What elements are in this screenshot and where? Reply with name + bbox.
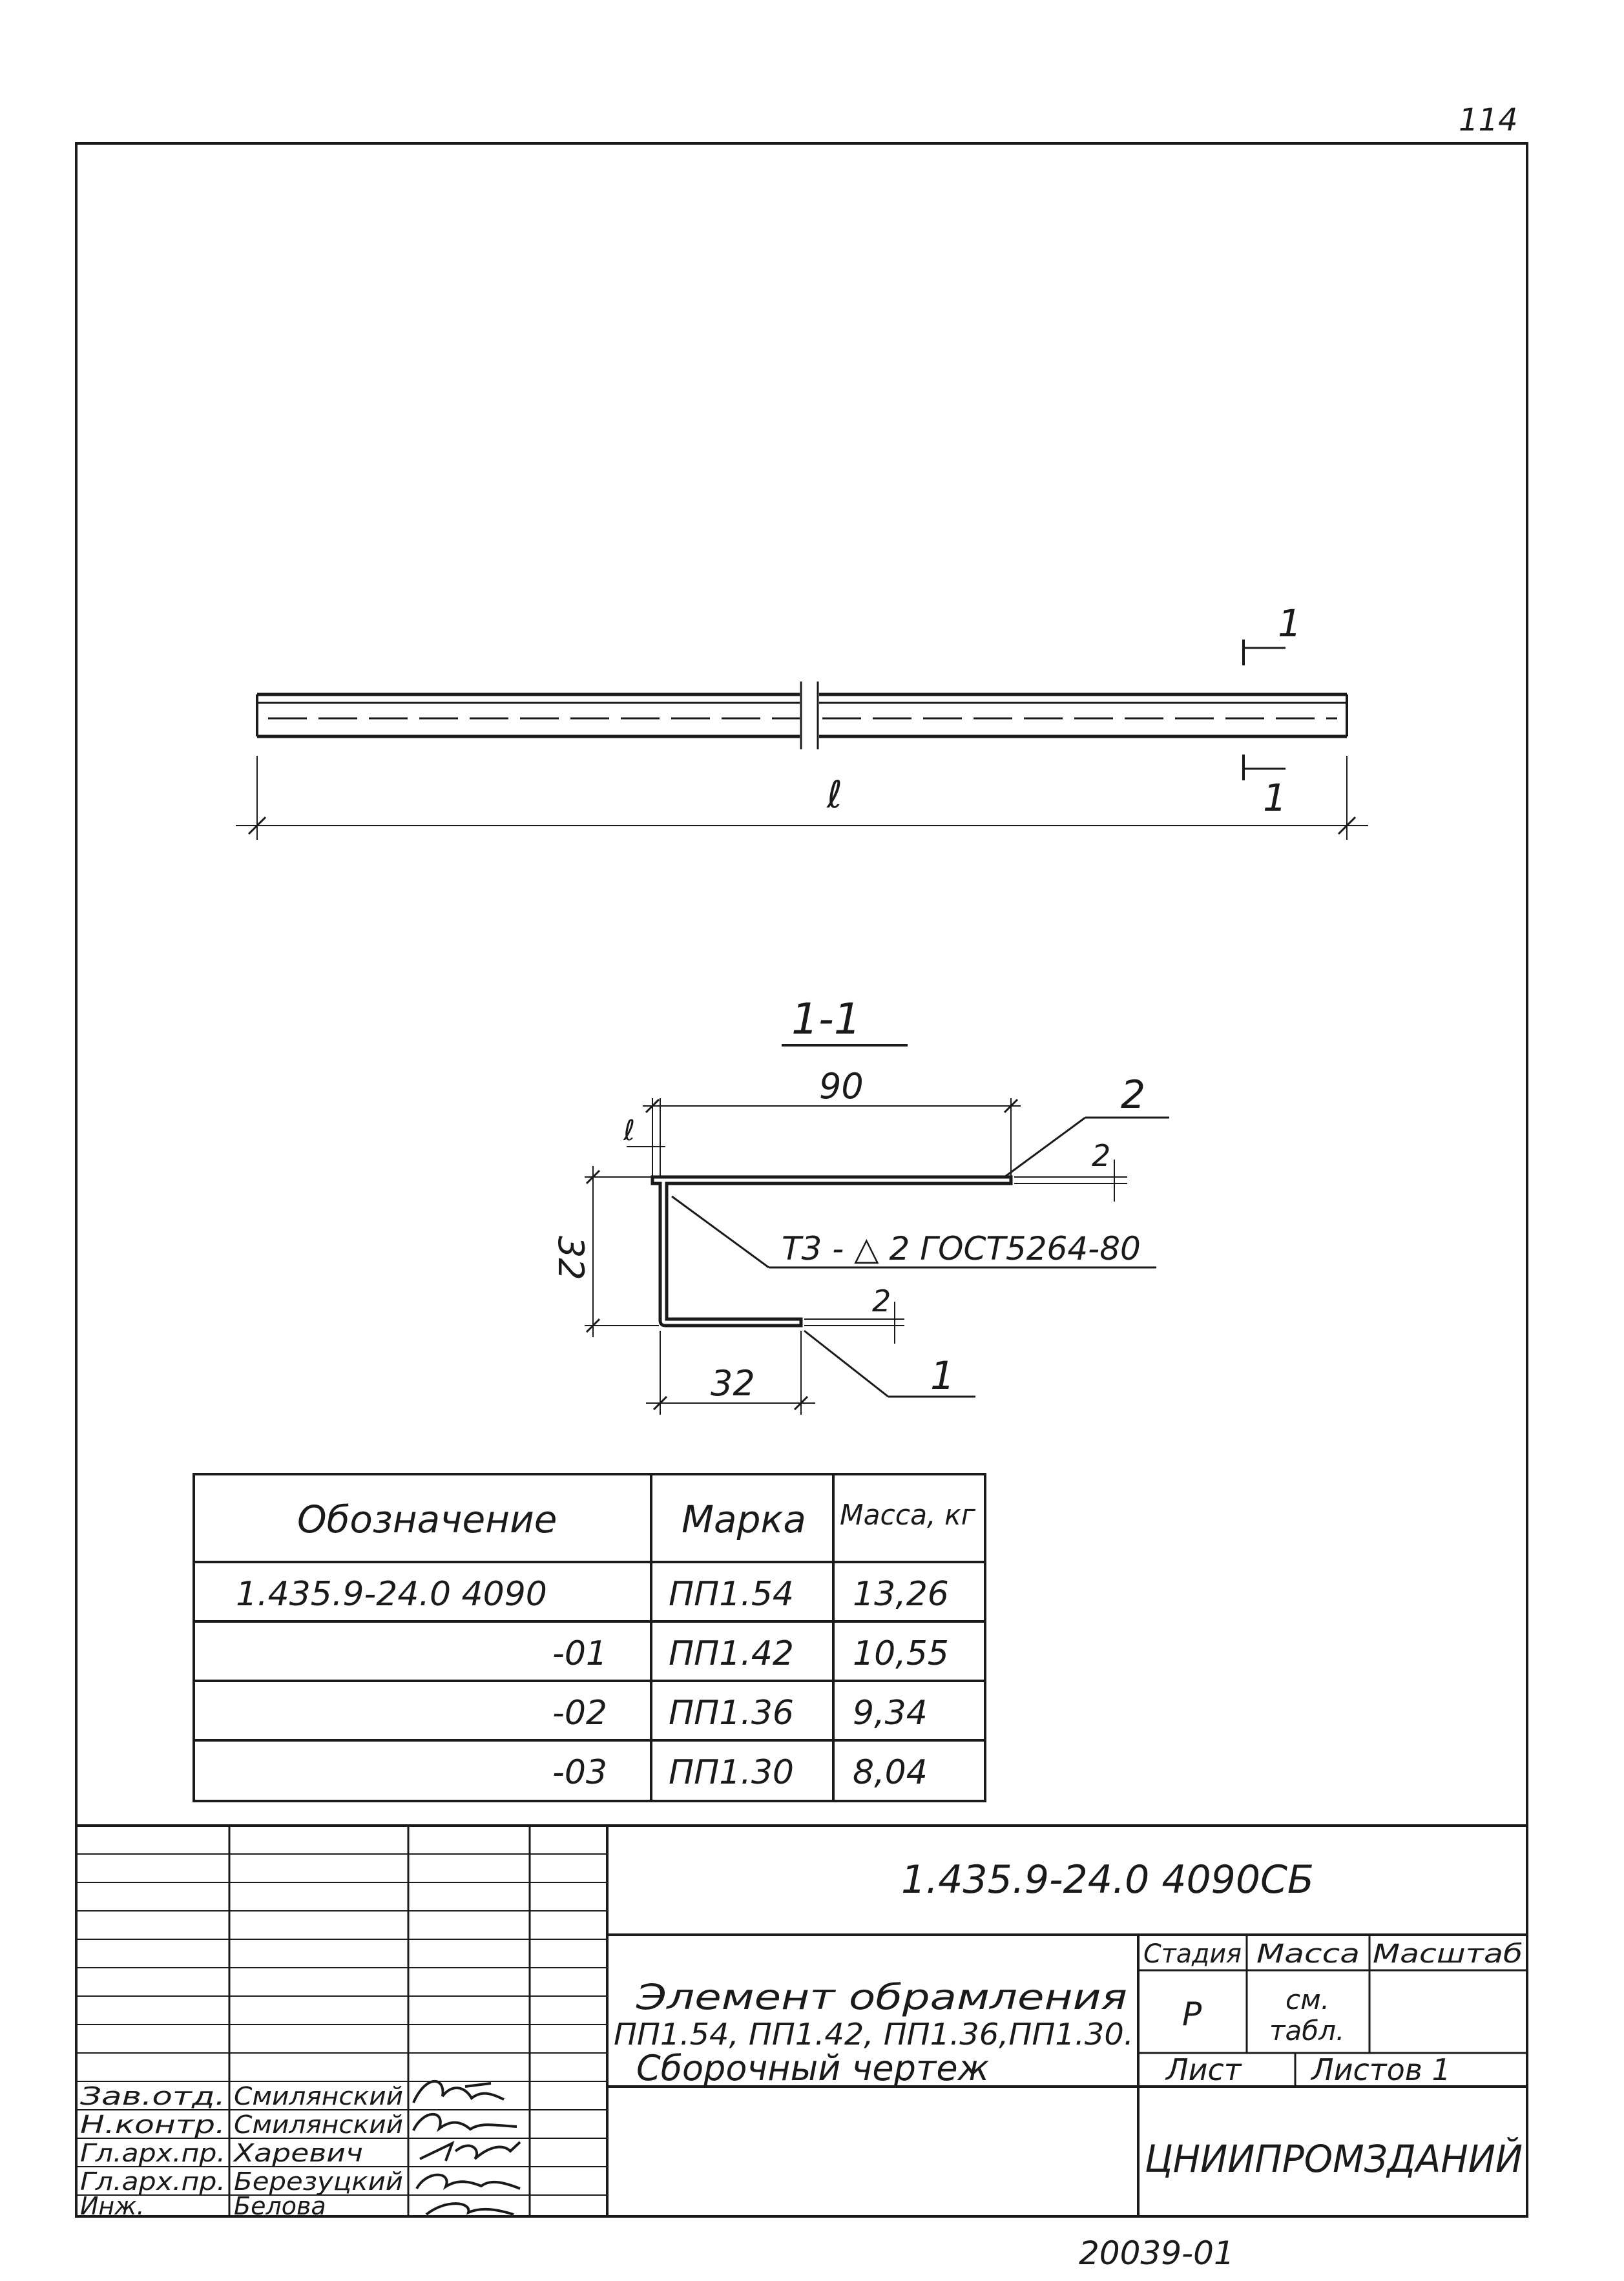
dim-height: 32 [550, 1236, 591, 1280]
bar-elevation [236, 640, 1368, 840]
title-line-3: Сборочный чертеж [636, 2048, 990, 2088]
table-row-2-mark: ПП1.42 [669, 1634, 794, 1673]
page-number: 114 [1459, 102, 1518, 138]
sheets-label: Листов 1 [1310, 2052, 1451, 2087]
doc-code: 1.435.9-24.0 4090СБ [901, 1857, 1314, 1902]
mass-value-2: табл. [1269, 2015, 1344, 2047]
table-row-4-designation: -03 [552, 1753, 607, 1792]
stage-label: Стадия [1143, 1939, 1242, 1969]
table-row-2-mass: 10,55 [853, 1634, 949, 1673]
sheet-frame [75, 142, 1528, 2218]
role-1: Зав.отд. [80, 2082, 225, 2110]
table-header-mark: Марка [682, 1497, 806, 1541]
role-3: Гл.арх.пр. [80, 2139, 225, 2167]
section-marker-bottom: 1 [1263, 776, 1287, 820]
stage-value: Р [1182, 1995, 1202, 2033]
table-row-4-mass: 8,04 [853, 1753, 928, 1792]
table-row-3-designation: -02 [552, 1694, 607, 1733]
name-1: Смилянский [234, 2082, 403, 2110]
table-row-3-mass: 9,34 [853, 1694, 928, 1733]
scale-label: Масштаб [1373, 1939, 1523, 1969]
mass-value-1: см. [1286, 1984, 1329, 2015]
part-1-label: 1 [930, 1353, 955, 1399]
role-5: Инж. [80, 2192, 145, 2220]
title-line-1: Элемент обрамления [636, 1977, 1127, 2017]
signatures [412, 2079, 521, 2216]
organization: ЦНИИПРОМЗДАНИЙ [1145, 2136, 1523, 2181]
part-2-label: 2 [1121, 1072, 1145, 1118]
thickness-bottom: 2 [872, 1284, 891, 1318]
table-row-2-designation: -01 [552, 1634, 607, 1673]
name-4: Березуцкий [234, 2167, 403, 2196]
table-row-4-mark: ПП1.30 [669, 1753, 794, 1792]
table-header-mass: Масса, кг [840, 1499, 976, 1532]
table-row-1-mark: ПП1.54 [669, 1575, 794, 1614]
thickness-top: 2 [1092, 1138, 1110, 1173]
length-label: ℓ [826, 773, 842, 817]
dim-offset: ℓ [623, 1114, 635, 1147]
mass-label: Масса [1256, 1939, 1360, 1969]
name-5: Белова [234, 2192, 326, 2220]
sheet-label: Лист [1165, 2052, 1242, 2087]
table-row-1-mass: 13,26 [853, 1575, 949, 1614]
weld-note: Т3 - △ 2 ГОСТ5264-80 [782, 1230, 1141, 1267]
name-2: Смилянский [234, 2110, 403, 2139]
name-3: Харевич [233, 2139, 363, 2167]
section-profile [585, 1098, 1169, 1415]
title-block-grid [76, 1824, 1527, 2216]
title-line-2: ПП1.54, ПП1.42, ПП1.36,ПП1.30. [614, 2017, 1134, 2052]
dim-bottom: 32 [711, 1363, 755, 1404]
table-header-designation: Обозначение [297, 1497, 557, 1541]
dim-top: 90 [819, 1066, 864, 1107]
section-marker-top: 1 [1278, 601, 1302, 645]
footer-code: 20039-01 [1079, 2234, 1234, 2272]
table-row-3-mark: ПП1.36 [669, 1694, 794, 1733]
role-2: Н.контр. [80, 2110, 225, 2139]
table-row-1-designation: 1.435.9-24.0 4090 [236, 1575, 547, 1614]
section-title: 1-1 [791, 994, 861, 1044]
role-4: Гл.арх.пр. [80, 2167, 225, 2196]
spec-table [193, 1473, 986, 1802]
